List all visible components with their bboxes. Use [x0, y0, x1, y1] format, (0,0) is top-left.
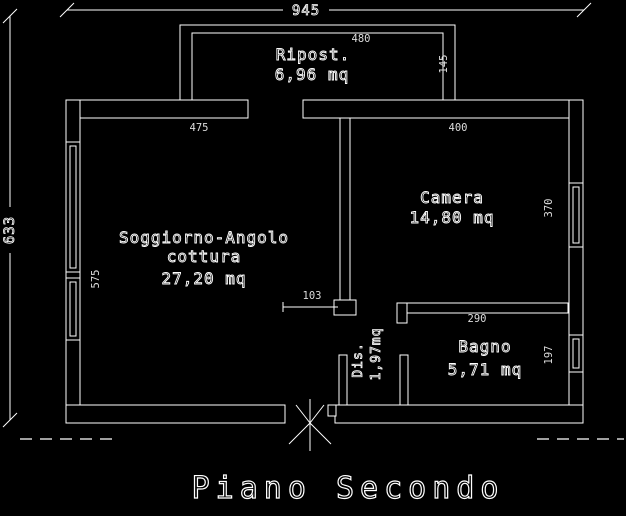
- bagno-width-dimension: 290: [468, 313, 487, 325]
- room-name: Ripost.: [276, 45, 350, 64]
- camera-width-dimension: 400: [449, 122, 468, 134]
- room-label-ripost: Ripost. 6,96 mq 480 145: [274, 33, 450, 84]
- door-jamb: [396, 302, 408, 324]
- window-soggiorno-upper: [65, 141, 81, 273]
- window-camera: [568, 182, 584, 248]
- room-area: 5,71 mq: [448, 360, 522, 379]
- room-name: Bagno: [458, 337, 511, 356]
- room-label-camera: Camera 14,80 mq 400 370: [409, 122, 555, 227]
- wall-segment: [65, 99, 81, 143]
- window-frame: [568, 334, 584, 373]
- drawing-title: Piano Secondo: [192, 471, 505, 506]
- room-area: 27,20 mq: [161, 269, 246, 288]
- wall-segment: [302, 99, 584, 119]
- wall-segment: [338, 354, 348, 406]
- dimension-tick: [576, 2, 592, 18]
- bagno-depth-dimension: 197: [543, 346, 555, 365]
- wall-segment: [65, 99, 249, 119]
- room-name: Dis.: [351, 342, 366, 377]
- window-glass: [572, 338, 580, 369]
- room-name-line1: Soggiorno-Angolo: [119, 228, 289, 247]
- ripost-width-dimension: 480: [352, 33, 371, 45]
- dimension-line-left: 633: [2, 8, 18, 428]
- window-glass: [69, 145, 77, 269]
- room-label-soggiorno: Soggiorno-Angolo cottura 27,20 mq 475 57…: [90, 122, 289, 288]
- dimension-tick: [2, 8, 18, 24]
- room-area: 1,97mq: [369, 328, 384, 381]
- window-frame: [65, 277, 81, 341]
- room-label-dis: Dis. 1,97mq: [351, 327, 385, 381]
- passage-width-dimension: 103: [303, 290, 322, 302]
- window-glass: [572, 186, 580, 244]
- window-bagno: [568, 334, 584, 373]
- wall-segment: [179, 24, 456, 100]
- window-soggiorno-lower: [65, 277, 81, 341]
- dimension-tick: [2, 412, 18, 428]
- wall-segment: [334, 404, 584, 424]
- window-frame: [65, 141, 81, 273]
- door-swing-line: [295, 404, 311, 424]
- room-name: Camera: [420, 188, 484, 207]
- door-swing-line: [288, 422, 311, 445]
- entrance-door-swing-symbol: [288, 399, 332, 451]
- exterior-walls: [65, 99, 584, 424]
- door-swing-line: [309, 422, 332, 445]
- label-backing: [283, 1, 329, 18]
- dimension-passage: 103: [282, 290, 338, 312]
- label-backing: [2, 207, 18, 253]
- window-frame: [568, 182, 584, 248]
- overall-height-dimension: 633: [2, 216, 18, 244]
- room-name-line2: cottura: [167, 247, 241, 266]
- wall-segment: [399, 354, 409, 406]
- soggiorno-width-dimension: 475: [190, 122, 209, 134]
- ripost-walls: [179, 24, 456, 100]
- room-area: 14,80 mq: [409, 208, 494, 227]
- door-jamb: [327, 404, 337, 417]
- room-area: 6,96 mq: [275, 65, 349, 84]
- wall-segment: [191, 32, 444, 100]
- wall-segment: [65, 271, 81, 279]
- ripost-depth-dimension: 145: [438, 55, 450, 74]
- window-glass: [69, 281, 77, 337]
- camera-depth-dimension: 370: [543, 199, 555, 218]
- soggiorno-depth-dimension: 575: [90, 270, 102, 289]
- door-swing-line: [309, 404, 325, 424]
- wall-segment: [396, 302, 569, 314]
- wall-segment: [568, 246, 584, 336]
- wall-segment: [339, 117, 351, 301]
- wall-segment: [568, 99, 584, 184]
- dimension-line-top: 945: [59, 1, 592, 19]
- overall-width-dimension: 945: [292, 3, 320, 19]
- room-label-bagno: Bagno 5,71 mq 290 197: [447, 313, 555, 379]
- wall-segment: [65, 404, 286, 424]
- dimension-tick: [59, 2, 75, 18]
